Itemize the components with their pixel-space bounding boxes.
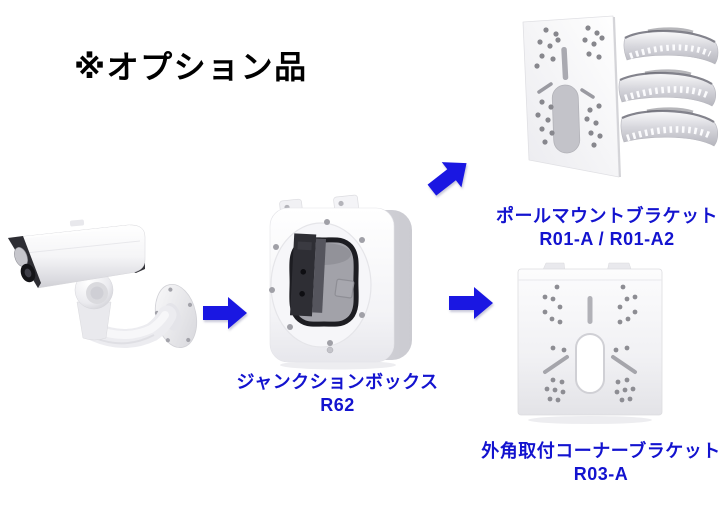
right-arrow-icon [449,287,493,319]
page-title: ※オプション品 [74,49,308,85]
pole-mount-bracket-model: R01-A / R01-A2 [539,229,675,249]
corner-bracket-model: R03-A [573,464,629,484]
up-right-arrow-icon [427,162,467,196]
pole-mount-bracket-name: ポールマウントブラケット [496,206,718,226]
junction-box-image [269,194,412,370]
pole-mount-bracket-label: ポールマウントブラケット R01-A / R01-A2 [489,205,720,251]
pole-mount-bracket-image [522,15,719,178]
corner-bracket-label: 外角取付コーナーブラケット R03-A [473,440,720,486]
corner-bracket-name: 外角取付コーナーブラケット [481,441,720,461]
junction-box-name: ジャンクションボックス [236,372,439,392]
corner-bracket-image [517,262,663,424]
right-arrow-icon [203,297,247,329]
bullet-camera-image [7,219,198,348]
junction-box-model: R62 [320,395,355,415]
junction-box-label: ジャンクションボックス R62 [225,371,450,417]
